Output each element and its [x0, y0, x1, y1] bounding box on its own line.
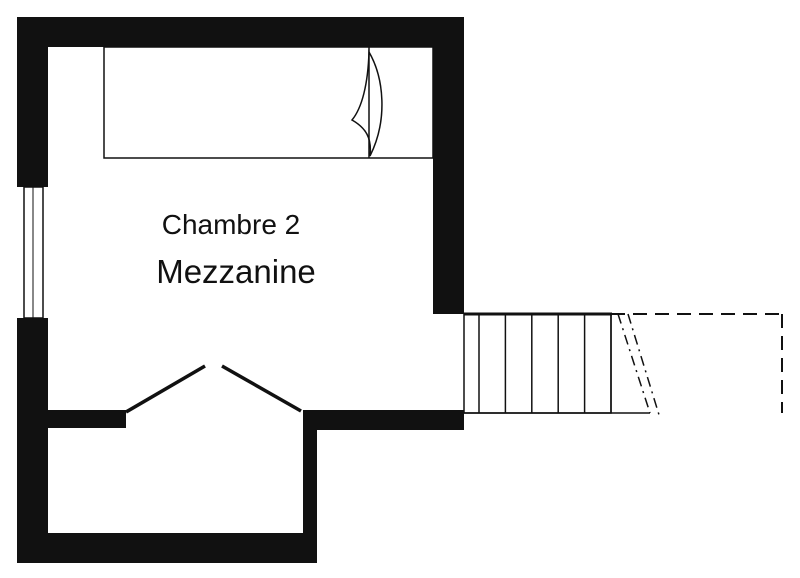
wall-bottom: [17, 533, 317, 563]
wall-closet-right: [303, 410, 317, 563]
wall-partition-right: [303, 410, 464, 430]
door-opening: [125, 364, 302, 414]
bed-frame: [103, 46, 434, 159]
wall-partition-left: [38, 410, 126, 428]
room-name: Chambre 2: [162, 209, 301, 240]
wall-left-upper: [17, 17, 48, 187]
room-subtitle: Mezzanine: [156, 253, 316, 290]
wall-top: [17, 17, 464, 47]
pillow: [350, 49, 383, 157]
stairs: [463, 312, 650, 414]
upper-void-outline: [611, 313, 783, 419]
stairs-outline: [463, 313, 612, 414]
wall-right-upper: [433, 17, 464, 314]
wall-left-lower: [17, 318, 48, 563]
walls: [17, 17, 464, 563]
window: [23, 186, 44, 319]
bed: [103, 46, 434, 159]
